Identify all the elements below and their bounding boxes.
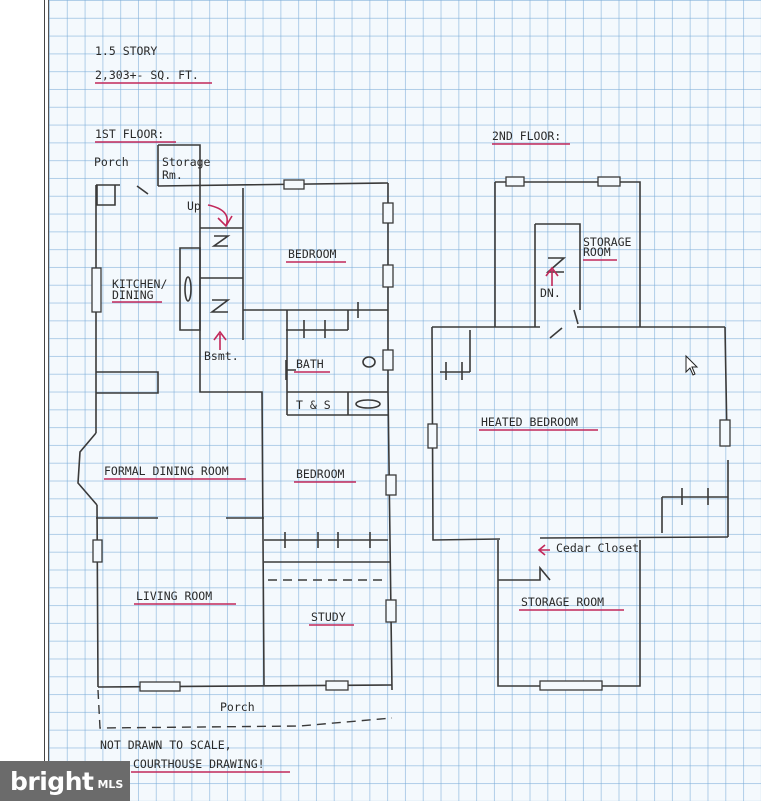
first-floor-walls [77,144,393,729]
note-line-2: COURTHOUSE DRAWING! [133,757,265,771]
formal-dining-label: FORMAL DINING ROOM [104,464,229,478]
sqft-label: 2,303+- SQ. FT. [95,68,199,82]
bath-label: BATH [296,357,324,371]
bright-mls-logo: bright MLS [0,761,130,801]
storage-room-2-label: STORAGE ROOM [521,595,604,609]
logo-suffix: MLS [97,777,124,791]
bsmt-label: Bsmt. [204,349,239,363]
storage-room-upper-label-2: ROOM [583,245,611,259]
bedroom-2-label: BEDROOM [296,467,345,481]
living-room-label: LIVING ROOM [136,589,212,603]
second-floor-walls [431,181,729,687]
up-label: Up [187,199,201,213]
second-floor-title: 2ND FLOOR: [492,129,561,143]
story-label: 1.5 STORY [95,44,157,58]
heated-bedroom-label: HEATED BEDROOM [481,415,578,429]
storage-room-upper-label-1: STORAGE [583,235,632,249]
porch-bottom-label: Porch [220,700,255,714]
kitchen-label-2: DINING [112,288,154,302]
cedar-closet-label: Cedar Closet [556,541,639,555]
direction-arrows [207,204,559,556]
logo-brand: bright [10,766,94,796]
kitchen-label-1: KITCHEN/ [112,277,167,291]
first-floor-title: 1ST FLOOR: [95,127,164,141]
storage-rm-label: Rm. [162,168,183,182]
first-floor-windows [91,179,397,692]
study-label: STUDY [311,610,346,624]
bath-fixtures [184,276,381,409]
bedroom-1-label: BEDROOM [288,247,337,261]
ts-label: T & S [296,398,331,412]
cursor-icon [685,354,699,376]
porch-top-label: Porch [94,155,129,169]
graph-paper [48,0,761,801]
second-floor-windows [427,176,731,691]
page-edge [44,0,45,801]
note-line-1: NOT DRAWN TO SCALE, [100,738,232,752]
storage-label: Storage [162,155,211,169]
dn-label: DN. [540,286,561,300]
